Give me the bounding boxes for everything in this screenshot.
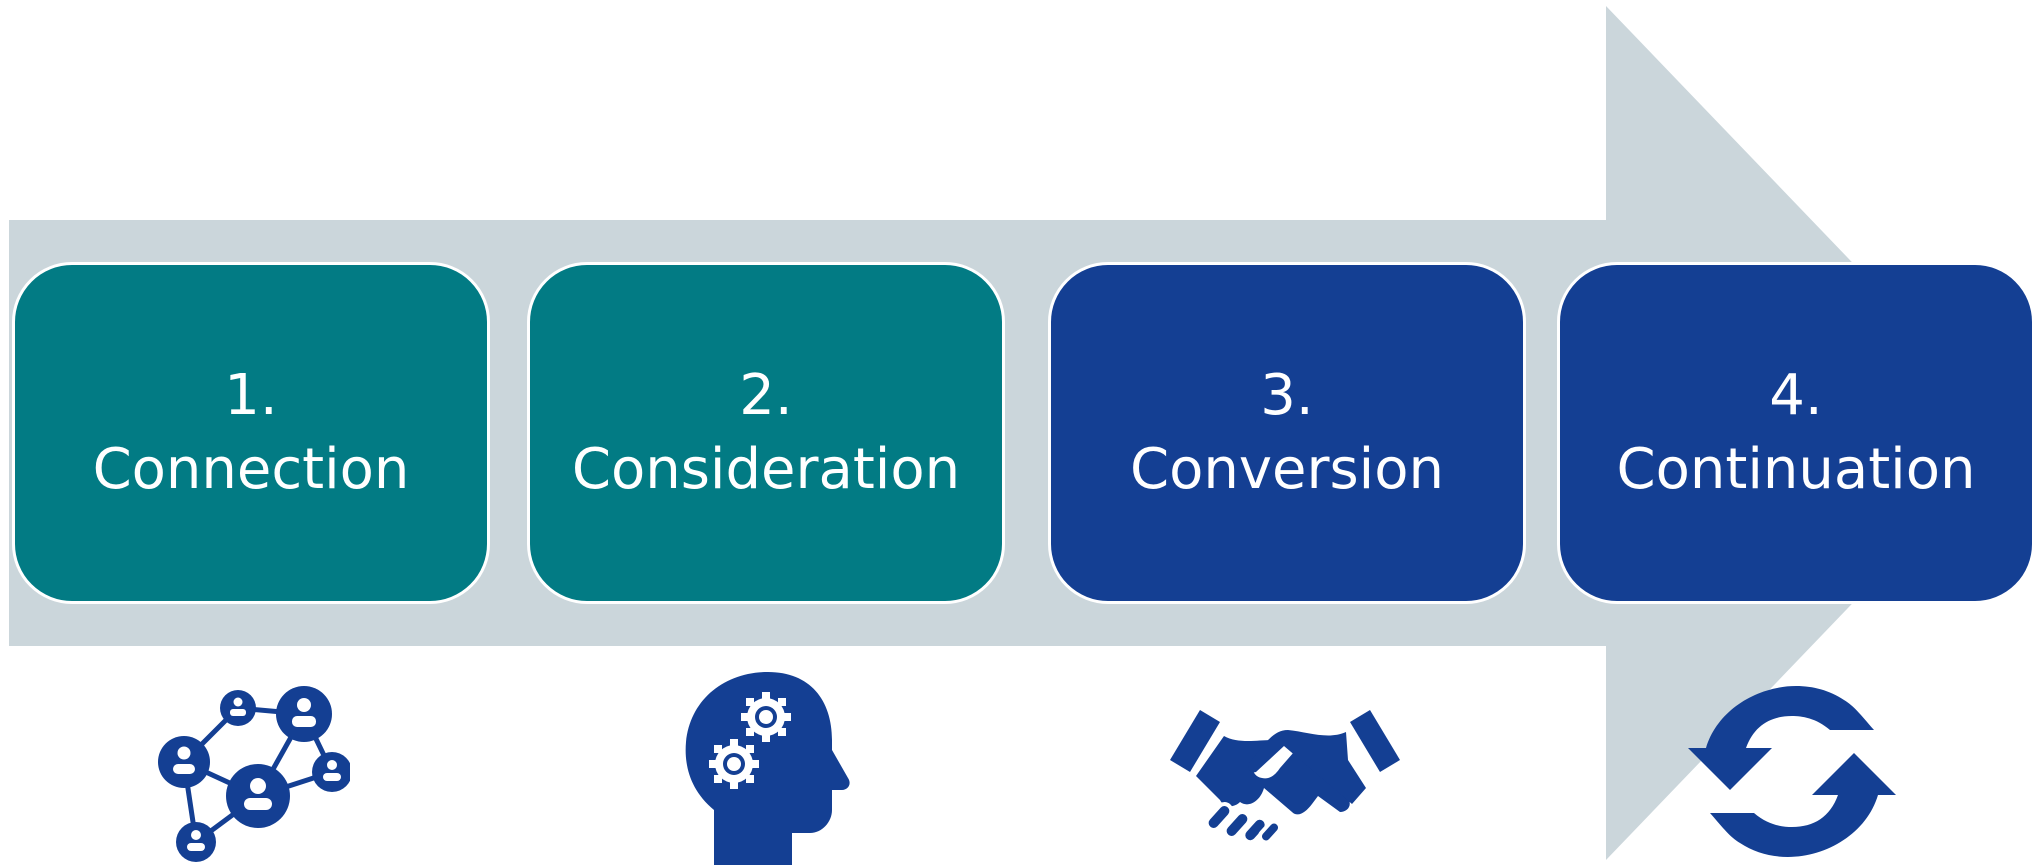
stage-1-box: 1. Connection [12, 262, 490, 604]
stage-1-name: Connection [92, 437, 410, 502]
stage-2-name: Consideration [571, 437, 961, 502]
handshake-icon [1170, 710, 1400, 845]
stage-4-number: 4. [1769, 363, 1823, 428]
refresh-cycle-icon [1688, 686, 1896, 857]
stage-2-box: 2. Consideration [527, 262, 1005, 604]
stage-4-name: Continuation [1616, 437, 1976, 502]
stage-1-number: 1. [224, 363, 278, 428]
stage-3-name: Conversion [1130, 437, 1444, 502]
head-gears-icon [685, 672, 850, 865]
stage-3-box: 3. Conversion [1048, 262, 1526, 604]
stage-2-number: 2. [739, 363, 793, 428]
stage-4-box: 4. Continuation [1557, 262, 2035, 604]
network-people-icon [158, 686, 350, 862]
stage-3-number: 3. [1260, 363, 1314, 428]
